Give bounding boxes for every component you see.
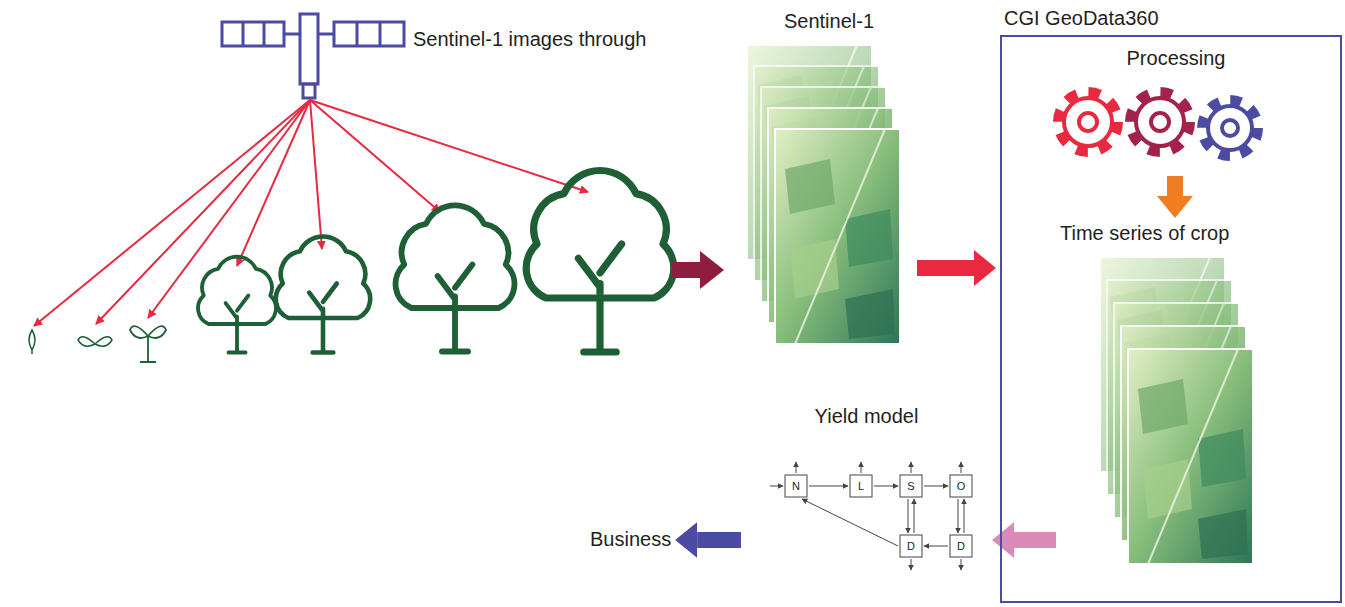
model-link — [964, 499, 965, 533]
flow-arrow — [1014, 532, 1056, 548]
radar-beam — [34, 100, 310, 326]
platform-box: CGI GeoData360ProcessingTime series of c… — [1000, 35, 1342, 603]
gear-teeth — [1130, 92, 1190, 152]
model-link — [924, 486, 948, 487]
tree — [276, 237, 370, 353]
model-box — [950, 535, 972, 557]
panel-divider — [243, 22, 264, 46]
time-series-box: Time series of crop — [1060, 222, 1300, 592]
radar-beam — [310, 100, 588, 192]
processing-step: Processing — [1022, 47, 1330, 172]
satellite-sensor — [303, 84, 315, 98]
radar-beam — [310, 100, 322, 249]
gear-rim — [1136, 98, 1184, 146]
satellite-caption: Sentinel-1 images through — [413, 28, 646, 51]
seed-leaf — [29, 330, 35, 354]
arrow-shaft — [672, 262, 702, 278]
model-state-label: D — [950, 535, 972, 557]
model-box — [785, 475, 807, 497]
flow-arrow — [1167, 176, 1183, 196]
model-link — [770, 486, 783, 487]
model-state-label: N — [785, 475, 807, 497]
model-state-label: S — [900, 475, 922, 497]
processing-gears — [1058, 92, 1258, 156]
arrow-head — [700, 251, 724, 289]
model-state-label: O — [950, 475, 972, 497]
model-link — [961, 462, 962, 473]
young-tree — [198, 257, 276, 353]
model-link — [809, 486, 848, 487]
node-label: Business — [590, 528, 671, 551]
model-link — [911, 462, 912, 473]
model-link — [911, 559, 912, 570]
box-heading: CGI GeoData360 — [1004, 7, 1159, 30]
crop-growth — [29, 170, 674, 362]
gear-teeth — [1202, 100, 1258, 156]
flow-arrow — [697, 532, 741, 548]
model-box — [900, 475, 922, 497]
model-schematic — [785, 475, 972, 557]
grown-tree — [526, 170, 674, 352]
node-label: Yield model — [745, 405, 988, 428]
yield-model-box: Yield model — [745, 405, 988, 575]
seedling — [78, 337, 112, 346]
image-stack — [747, 45, 900, 344]
business-output: Business — [590, 528, 671, 551]
gear-hub — [1222, 120, 1238, 136]
gear-teeth — [1058, 92, 1118, 152]
model-box — [850, 475, 872, 497]
model-state-label: D — [900, 535, 922, 557]
radar-beam — [310, 100, 440, 212]
model-link — [924, 546, 948, 547]
model-box — [900, 535, 922, 557]
gear-hub — [1151, 113, 1169, 131]
model-state-label: L — [850, 475, 872, 497]
tree — [396, 205, 515, 351]
model-link — [961, 559, 962, 570]
node-label: Processing — [1022, 47, 1330, 70]
model-link — [958, 499, 959, 533]
model-link — [802, 499, 898, 546]
panel-divider — [357, 22, 380, 46]
model-box — [950, 475, 972, 497]
sprout — [130, 326, 166, 362]
solar-panel — [334, 22, 404, 46]
model-link — [908, 499, 909, 533]
radar-beam — [237, 100, 310, 266]
gear-rim — [1064, 98, 1112, 146]
gear-hub — [1079, 113, 1097, 131]
node-label: Sentinel-1 — [745, 10, 913, 33]
image-stack-box: Sentinel-1 — [745, 10, 913, 348]
model-link — [861, 462, 862, 473]
solar-panel — [222, 22, 284, 46]
node-label: Time series of crop — [1060, 222, 1300, 245]
node-label: Sentinel-1 images through — [413, 28, 646, 51]
panel-arm — [284, 33, 334, 36]
model-link — [914, 499, 915, 533]
model-link — [874, 486, 898, 487]
satellite-icon — [222, 14, 404, 98]
satellite-image — [775, 129, 900, 344]
block-arrow — [672, 251, 724, 289]
radar-beam — [148, 100, 310, 318]
satellite-body — [300, 14, 318, 84]
image-stack — [1100, 257, 1253, 564]
crop-image — [1128, 349, 1253, 564]
gear-rim — [1208, 106, 1252, 150]
model-links — [770, 462, 964, 570]
flow-arrow — [917, 260, 974, 276]
model-link — [796, 462, 797, 473]
